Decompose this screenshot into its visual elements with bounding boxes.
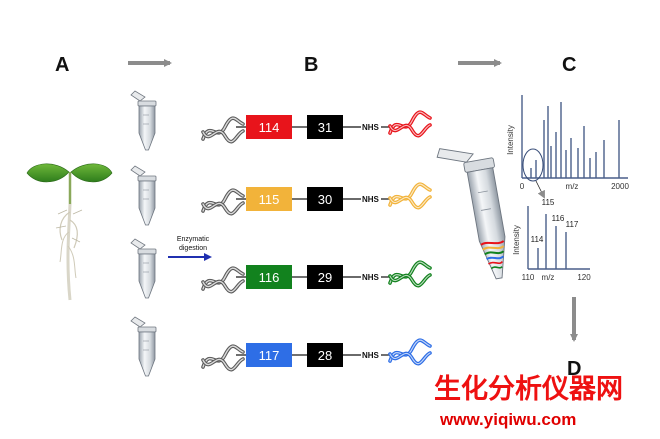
tag-row-114: 114 31 NHS [201, 110, 432, 144]
callout-peak-label: 115 [542, 198, 555, 207]
zoom-callout-arrow [535, 180, 545, 199]
enzymatic-label-line1: Enzymatic [177, 236, 210, 243]
watermark-url-text: www.yiqiwu.com [439, 410, 576, 429]
watermark-cn-text: 生化分析仪器网 [434, 374, 623, 404]
sample-tube-icon-1 [130, 90, 157, 151]
reporter-mass-label: 115 [259, 192, 280, 207]
balancer-box [307, 115, 343, 139]
zoom-spectrum-ylabel: Intensity [512, 225, 521, 255]
peak-label-114: 114 [531, 235, 544, 244]
reporter-mass-label: 117 [259, 348, 280, 363]
peak-label-116: 116 [552, 214, 565, 223]
zoom-spectrum-xend: 120 [577, 273, 591, 282]
tag-row-115: 115 30 NHS [201, 182, 432, 216]
tag-row-116: 116 29 NHS [201, 260, 432, 294]
nhs-group-label: NHS [362, 273, 380, 282]
sample-tube-icon-4 [130, 316, 157, 377]
seedling-icon [26, 163, 113, 301]
nhs-group-label: NHS [362, 351, 380, 360]
panel-label-b: B [304, 54, 318, 76]
balancer-mass-label: 28 [318, 348, 332, 363]
labeled-peptide-helix-icon [388, 338, 432, 366]
tag-row-117: 117 28 NHS [201, 338, 432, 372]
peak-label-117: 117 [566, 220, 579, 229]
enzymatic-label-line2: digestion [179, 245, 207, 252]
panel-label-d: D [567, 358, 581, 380]
zoom-spectrum-xstart: 110 [522, 273, 535, 282]
reporter-region-highlight [522, 148, 544, 182]
zoom-spectrum-xunit: m/z [542, 273, 555, 282]
balancer-mass-label: 31 [318, 120, 332, 135]
reporter-box [246, 187, 292, 211]
full-spectrum-ylabel: Intensity [506, 125, 515, 155]
nhs-group-label: NHS [362, 195, 380, 204]
balancer-box [307, 265, 343, 289]
labeled-peptide-helix-icon [388, 260, 432, 288]
full-mass-spectrum: Intensity 0 m/z 2000 115 [506, 95, 629, 207]
peptide-helix-icon [201, 116, 245, 144]
peptide-helix-icon [201, 266, 245, 294]
labeled-peptide-helix-icon [388, 182, 432, 210]
reporter-mass-label: 116 [259, 270, 280, 285]
peptide-helix-icon [201, 188, 245, 216]
panel-label-c: C [562, 54, 576, 76]
reporter-box [246, 265, 292, 289]
full-spectrum-xstart: 0 [520, 182, 525, 191]
peptide-helix-icon [201, 344, 245, 372]
balancer-box [307, 187, 343, 211]
sample-tube-icon-2 [130, 165, 157, 226]
reporter-box [246, 115, 292, 139]
balancer-box [307, 343, 343, 367]
balancer-mass-label: 30 [318, 192, 332, 207]
full-spectrum-xend: 2000 [611, 182, 629, 191]
sample-tube-icon-3 [130, 238, 157, 299]
labeled-peptide-helix-icon [388, 110, 432, 138]
watermark: 生化分析仪器网 www.yiqiwu.com [434, 374, 623, 429]
full-spectrum-peaks [530, 102, 620, 178]
reporter-box [246, 343, 292, 367]
full-spectrum-xunit: m/z [566, 182, 579, 191]
panel-label-a: A [55, 54, 69, 76]
nhs-group-label: NHS [362, 123, 380, 132]
balancer-mass-label: 29 [318, 270, 332, 285]
pooled-tube-icon [436, 148, 506, 280]
reporter-mass-label: 114 [259, 120, 280, 135]
reporter-ion-spectrum: Intensity 114 116 117 110 m/z 120 [512, 206, 591, 282]
